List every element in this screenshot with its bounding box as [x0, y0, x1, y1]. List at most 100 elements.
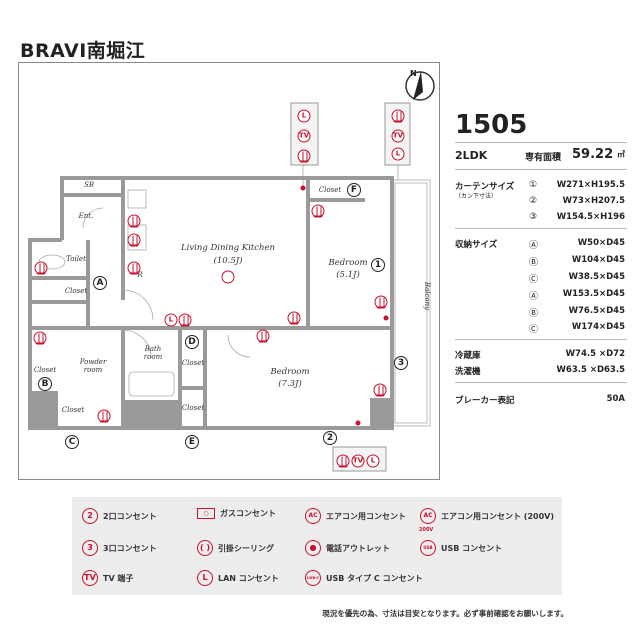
room-label-toilet: Toilet: [66, 255, 86, 263]
door-swing: [122, 329, 152, 359]
legend-item: ( )引掛シーリング: [197, 540, 274, 556]
window-marker-2: 2: [323, 431, 337, 445]
room-label-closet: Closet: [61, 406, 85, 414]
storage-marker-c: C: [65, 435, 79, 449]
room-label-balcony: Balcony: [423, 281, 432, 311]
legend-label: 引掛シーリング: [218, 543, 274, 553]
legend-item: USB-C USB タイプ C コンセント: [305, 570, 423, 586]
divider: [455, 382, 627, 383]
curtain-size: W73×H207.5: [562, 196, 625, 206]
room-size-ldk: (10.5J): [213, 256, 243, 266]
usb-outlet-icon: USB: [420, 540, 436, 556]
room-label-shoebox: SB: [84, 181, 94, 189]
tv-terminal-icon: TV: [351, 454, 365, 468]
outlet-icon: [127, 233, 141, 247]
room-label-bedroom-1: Bedroom: [328, 258, 368, 268]
divider: [455, 228, 627, 229]
storage-mark: Ⓒ: [529, 325, 539, 335]
washer-size: W63.5 ×D63.5: [556, 365, 625, 375]
room-label-closet: Closet: [64, 287, 88, 295]
ac-outlet-icon: [374, 295, 388, 309]
layout-type: 2LDK: [455, 149, 488, 162]
legend-label: TV 端子: [103, 573, 134, 583]
outlet-icon: [97, 409, 111, 423]
legend-item: ●電話アウトレット: [305, 540, 390, 556]
room-label-bedroom-2: Bedroom: [270, 367, 310, 377]
outlet-icon: [287, 311, 301, 325]
storage-mark: Ⓐ: [529, 241, 539, 251]
room-label-powder: Powder: [79, 358, 107, 366]
storage-size: W153.5×D45: [562, 289, 625, 299]
usb-c-outlet-icon: USB-C: [305, 570, 321, 586]
legend-item: USB USB コンセント: [420, 540, 502, 556]
outlet-icon: [336, 454, 350, 468]
washer-label: 洗濯機: [455, 367, 481, 377]
outlet-icon: [391, 109, 405, 123]
outlet-icon: [127, 214, 141, 228]
layout-row: 2LDK 専有面積 59.22 ㎡: [455, 147, 625, 163]
room-label-powder-room: room: [83, 366, 103, 374]
storage-marker-d: D: [185, 335, 199, 349]
outlet-icon: [127, 261, 141, 275]
outlet-icon: [33, 331, 47, 345]
bathtub: [128, 371, 175, 397]
tv-terminal-icon: TV: [391, 129, 405, 143]
phone-outlet-icon: [355, 420, 361, 426]
storage-marker-e: E: [185, 435, 199, 449]
stove: [127, 189, 147, 209]
storage-mark: Ⓒ: [529, 275, 539, 285]
storage-marker-f: F: [347, 183, 361, 197]
legend-label: 3口コンセント: [103, 543, 157, 553]
storage-marker-b: B: [38, 377, 52, 391]
outlet-icon: [311, 204, 325, 218]
fridge-label: R: [137, 271, 143, 279]
room-label-bath: Bath: [144, 345, 162, 353]
legend-label: エアコン用コンセント: [326, 511, 406, 521]
legend-label: エアコン用コンセント (200V): [441, 511, 554, 521]
area-value: 59.22: [572, 147, 614, 162]
phone-outlet-icon: [383, 315, 389, 321]
divider: [455, 142, 627, 143]
room-size-bedroom-2: (7.3J): [278, 379, 302, 389]
legend-item: 3 3口コンセント: [82, 540, 157, 556]
legend-label: ガスコンセント: [220, 509, 276, 518]
outlet-icon: [34, 261, 48, 275]
room-size-bedroom-1: (5.1J): [336, 270, 360, 280]
phone-outlet-icon: [300, 185, 306, 191]
room-label-entrance: Ent.: [78, 212, 94, 220]
area-label: 専有面積: [525, 153, 562, 163]
outlet-icon: [178, 313, 192, 327]
gas-outlet-icon: ○: [197, 508, 215, 519]
room-label-closet: Closet: [318, 186, 342, 194]
curtain-mark: ②: [529, 196, 538, 206]
legend-label: USB タイプ C コンセント: [326, 573, 423, 583]
lan-outlet-icon: L: [391, 147, 405, 161]
window-marker-1: 1: [371, 258, 385, 272]
property-title: BRAVI南堀江: [20, 40, 146, 62]
storage-size: W174×D45: [571, 322, 625, 332]
curtain-size: W271×H195.5: [556, 180, 625, 190]
fridge-size: W74.5 ×D72: [565, 349, 625, 359]
lan-outlet-icon: L: [164, 313, 178, 327]
storage-mark: Ⓑ: [529, 258, 539, 268]
outlet-3-icon: 3: [82, 540, 98, 556]
curtain-mark: ①: [529, 180, 538, 190]
ceiling-hook-icon: [221, 270, 235, 284]
gray-fill-blocks: [30, 395, 392, 428]
outlet-icon: [297, 149, 311, 163]
lan-outlet-icon: L: [197, 570, 213, 586]
lan-outlet-icon: L: [366, 454, 380, 468]
storage-size: W50×D45: [577, 238, 625, 248]
divider: [455, 169, 627, 170]
phone-outlet-icon: ●: [305, 540, 321, 556]
svg-text:N: N: [410, 69, 417, 78]
legend-label: USB コンセント: [441, 543, 503, 553]
unit-number: 1505: [455, 110, 528, 140]
room-label-bath-room: room: [143, 353, 163, 361]
